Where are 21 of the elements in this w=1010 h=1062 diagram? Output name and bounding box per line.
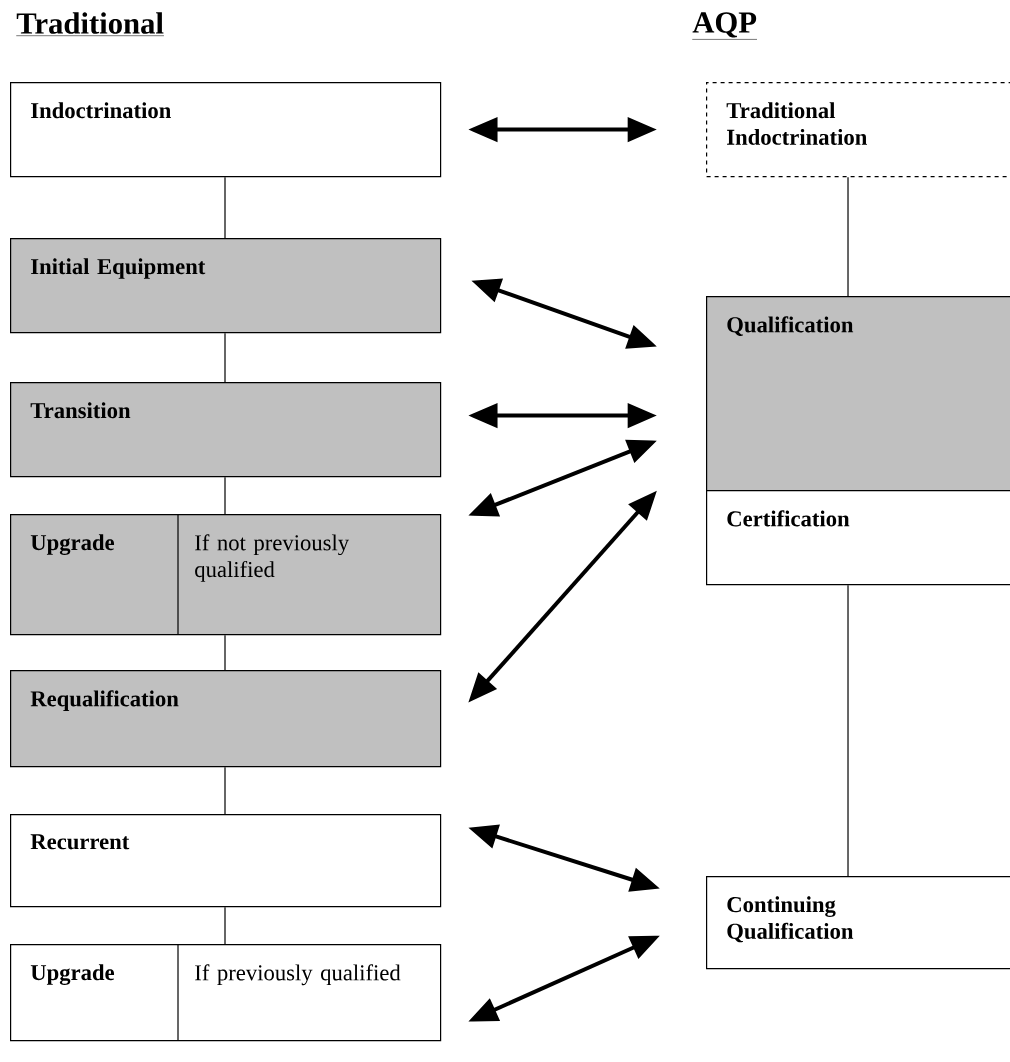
connector-line — [224, 906, 226, 945]
process-box: Qualification — [706, 296, 1010, 492]
process-box: Continuing Qualification — [706, 876, 1010, 970]
connector-line — [224, 476, 226, 515]
process-box: Upgrade If previously qualified — [10, 943, 442, 1042]
process-box: Recurrent — [10, 814, 442, 908]
connector-line — [224, 766, 226, 815]
column-heading: Traditional — [16, 12, 165, 36]
process-box: Certification — [706, 490, 1010, 586]
connector-line — [224, 634, 226, 671]
column-heading: AQP — [692, 12, 758, 40]
process-box: Upgrade If not previously qualified — [10, 513, 442, 636]
process-box: Transition — [10, 382, 442, 478]
process-box: Indoctrination — [10, 82, 442, 178]
process-box: Traditional Indoctrination — [706, 82, 1010, 178]
connector-line — [224, 332, 226, 383]
connector-line — [224, 176, 226, 239]
connector-line — [847, 584, 849, 877]
connector-line — [847, 176, 849, 297]
process-box: Requalification — [10, 670, 442, 768]
process-box: Initial Equipment — [10, 238, 442, 334]
